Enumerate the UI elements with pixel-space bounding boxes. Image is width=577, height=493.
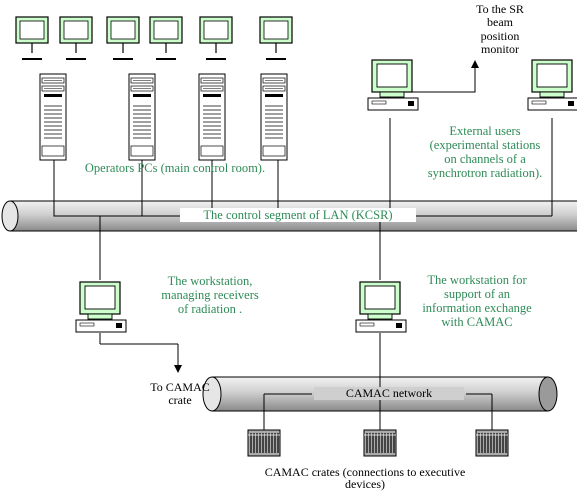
tower-pc-icon	[260, 73, 288, 161]
camac-crate-icon	[247, 429, 281, 457]
workstation-camac-label: The workstation for support of an inform…	[422, 273, 532, 329]
operator-monitor-icon	[59, 16, 93, 60]
to-camac-crate-label: To CAMAC crate	[150, 380, 210, 408]
operator-monitor-icons	[15, 16, 293, 60]
camac-crate-icon	[363, 429, 397, 457]
workstation-receivers-label: The workstation, managing receivers of r…	[161, 274, 259, 316]
operator-monitor-icon	[259, 16, 293, 60]
camac-crates-label: CAMAC crates (connections to executive d…	[264, 465, 466, 491]
tower-pc-icon	[198, 73, 226, 161]
operator-monitor-icon	[199, 16, 233, 60]
camac-workstation-icon	[355, 281, 407, 333]
external-user-workstation-icon	[527, 59, 577, 111]
camac-crate-icon	[475, 429, 509, 457]
connection-lines	[53, 118, 553, 430]
external-user-workstation-icon	[367, 59, 419, 111]
receivers-workstation-icon	[75, 281, 127, 333]
lan-label: The control segment of LAN (KCSR)	[180, 208, 416, 222]
operator-monitor-icon	[106, 16, 140, 60]
tower-pc-icon	[128, 73, 156, 161]
external-users-label: External users (experimental stations on…	[427, 124, 543, 180]
camac-network-label: CAMAC network	[314, 386, 464, 401]
operator-monitor-icon	[15, 16, 49, 60]
operators-label: Operators PCs (main control room).	[84, 161, 266, 175]
sr-monitor-label: To the SR beam position monitor	[476, 2, 524, 57]
tower-pc-icon	[39, 73, 67, 161]
to-sr-monitor-arrow	[395, 60, 479, 93]
operator-tower-icons	[39, 73, 288, 161]
operator-monitor-icon	[149, 16, 183, 60]
